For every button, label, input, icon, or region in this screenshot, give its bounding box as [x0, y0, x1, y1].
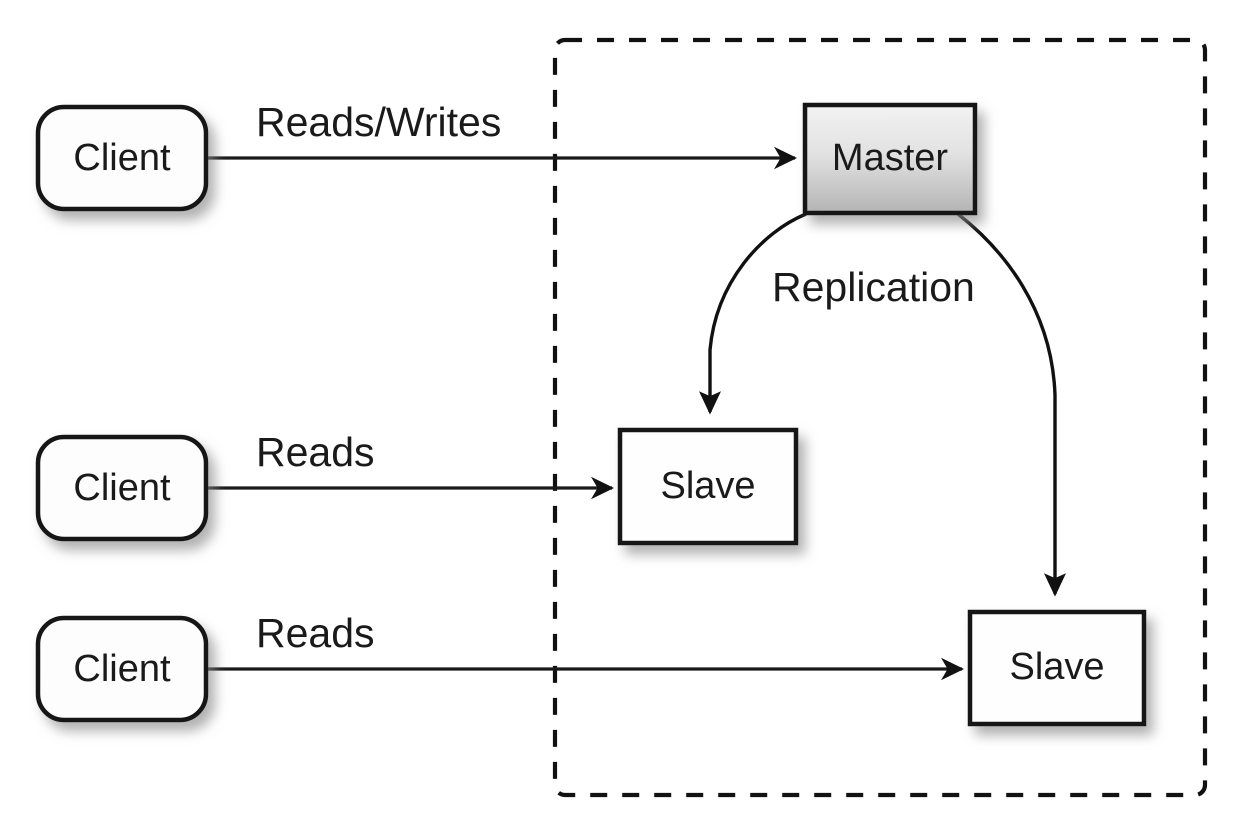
master-box[interactable]	[802, 102, 978, 216]
slave-1-label: Slave	[660, 465, 755, 507]
client-3-box[interactable]	[35, 615, 209, 723]
client-3-label: Client	[73, 648, 171, 690]
client-2-label: Client	[73, 467, 171, 509]
edge-master-to-slave2-replication	[956, 212, 1067, 597]
node-client-2[interactable]: Client	[35, 434, 209, 542]
database-cluster-boundary	[552, 37, 1208, 798]
node-master[interactable]: Master	[802, 102, 978, 216]
edge-label-replication: Replication	[772, 264, 975, 310]
client-1-label: Client	[73, 137, 171, 179]
edge-label-reads-writes: Reads/Writes	[256, 99, 501, 145]
master-label: Master	[832, 137, 948, 179]
node-slave-1[interactable]: Slave	[617, 427, 799, 546]
client-1-box[interactable]	[35, 104, 209, 212]
client-2-box[interactable]	[35, 434, 209, 542]
node-slave-2[interactable]: Slave	[967, 609, 1147, 727]
edge-label-reads-1: Reads	[256, 429, 375, 475]
slave-2-label: Slave	[1009, 646, 1104, 688]
edge-label-reads-2: Reads	[256, 610, 375, 656]
slave-2-box[interactable]	[967, 609, 1147, 727]
node-client-1[interactable]: Client	[35, 104, 209, 212]
slave-1-box[interactable]	[617, 427, 799, 546]
edge-master-to-slave1-replication	[698, 212, 807, 415]
node-client-3[interactable]: Client	[35, 615, 209, 723]
